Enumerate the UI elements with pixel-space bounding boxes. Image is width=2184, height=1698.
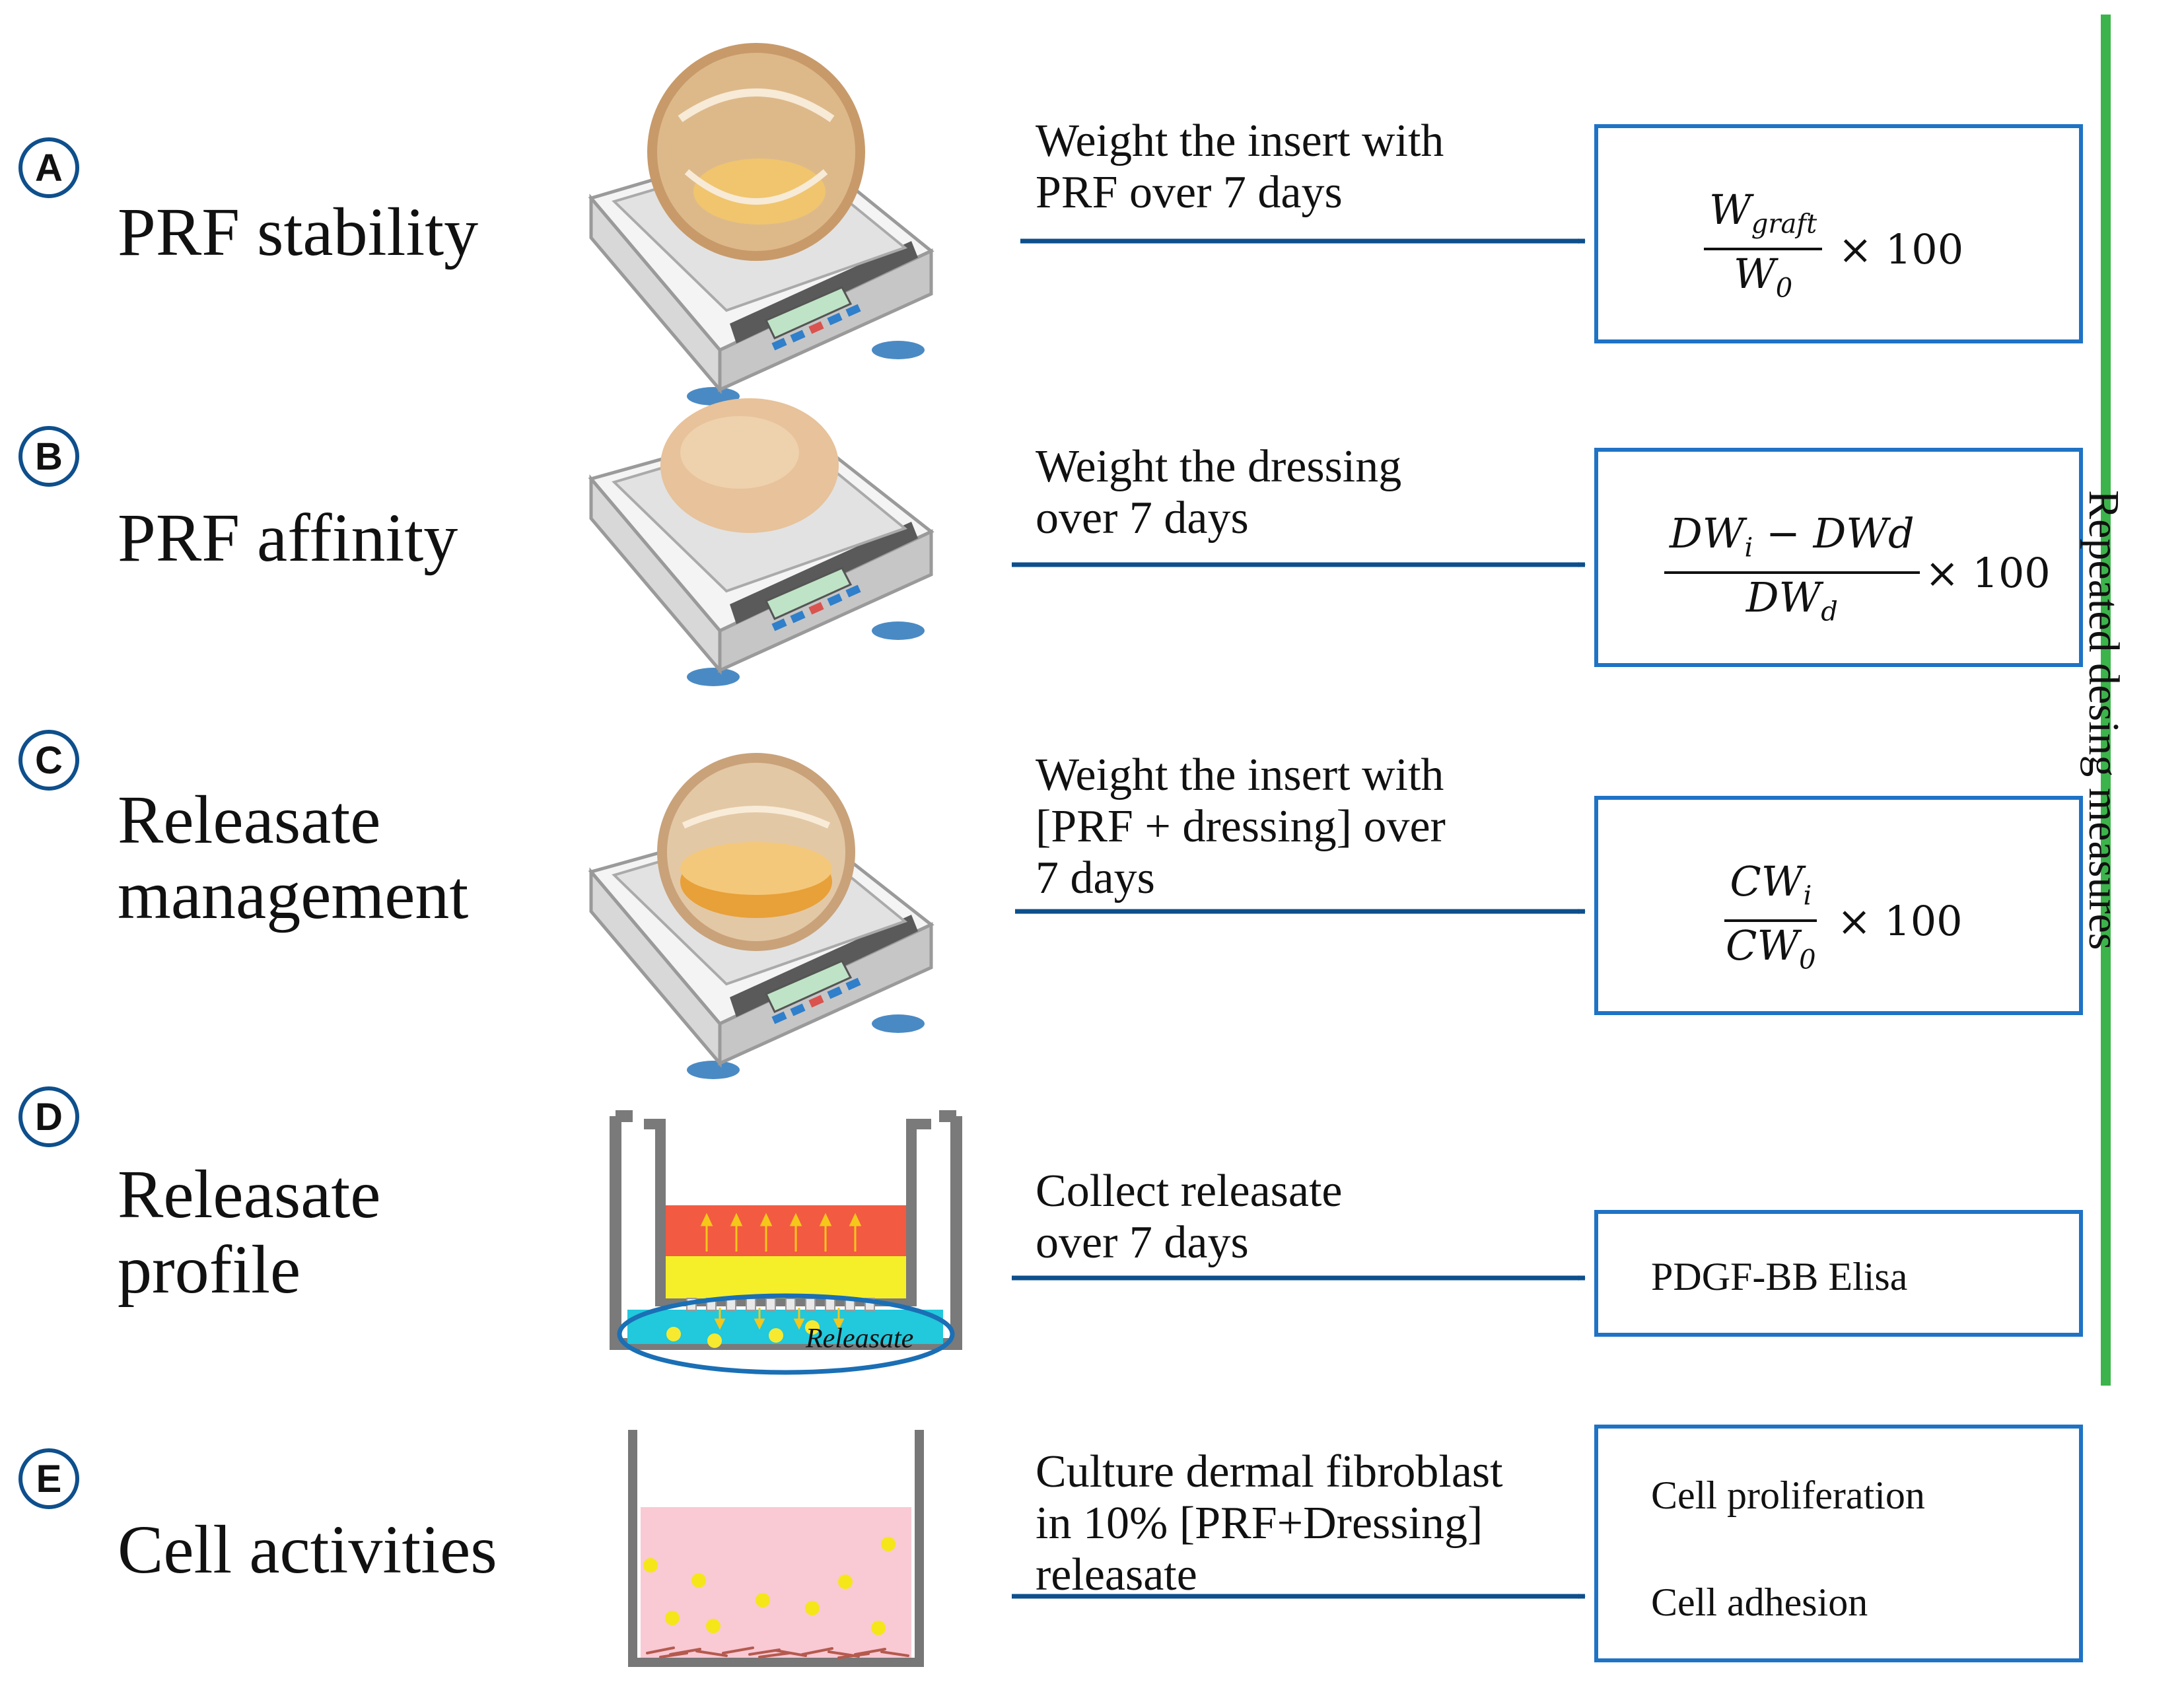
- repeated-measures-bar: [2101, 15, 2111, 1386]
- formula-c: CWi CW0 × 100: [1724, 857, 1963, 975]
- label-c: C: [18, 730, 79, 791]
- formula-a: Wgraft W0 × 100: [1704, 186, 1963, 312]
- title-releasate-management: Releasate management: [118, 782, 469, 933]
- transwell-illustration: Releasate: [610, 1110, 962, 1375]
- releasate-label: Releasate: [805, 1324, 913, 1354]
- balance-illustration-b: [588, 398, 934, 686]
- arrow-b: [1012, 562, 1586, 567]
- step-text-a: Weight the insert with PRF over 7 days: [1036, 116, 1444, 218]
- repeated-measures-label-container: Repeated desing measures: [2074, 469, 2133, 971]
- step-text-b: Weight the dressing over 7 days: [1036, 441, 1402, 544]
- result-text-cell-adhesion: Cell adhesion: [1651, 1580, 1868, 1624]
- balance-illustration-c: [588, 753, 934, 1079]
- formula-b: DWi − DWd DWd × 100: [1664, 510, 2051, 636]
- result-box-b: DWi − DWd DWd × 100: [1594, 448, 2083, 667]
- step-text-c: Weight the insert with [PRF + dressing] …: [1036, 750, 1446, 903]
- label-e: E: [18, 1448, 79, 1509]
- step-text-d: Collect releasate over 7 days: [1036, 1166, 1343, 1268]
- title-cell-activities: Cell activities: [118, 1512, 497, 1588]
- result-box-d: PDGF-BB Elisa: [1594, 1210, 2083, 1337]
- title-releasate-profile: Releasate profile: [118, 1156, 381, 1308]
- result-text-cell-proliferation: Cell proliferation: [1651, 1473, 1925, 1517]
- result-box-e: Cell proliferation Cell adhesion: [1594, 1425, 2083, 1662]
- result-text-elisa: PDGF-BB Elisa: [1651, 1255, 1908, 1298]
- result-box-a: Wgraft W0 × 100: [1594, 124, 2083, 343]
- title-prf-affinity: PRF affinity: [118, 500, 458, 576]
- repeated-measures-label: Repeated desing measures: [2080, 489, 2128, 950]
- title-prf-stability: PRF stability: [118, 194, 479, 270]
- label-a: A: [18, 137, 79, 198]
- label-d: D: [18, 1086, 79, 1147]
- result-box-c: CWi CW0 × 100: [1594, 796, 2083, 1015]
- arrow-c: [1015, 909, 1586, 914]
- arrow-e: [1012, 1594, 1586, 1599]
- label-b: B: [18, 426, 79, 487]
- step-text-e: Culture dermal fibroblast in 10% [PRF+Dr…: [1036, 1446, 1503, 1600]
- arrow-d: [1012, 1275, 1586, 1281]
- culture-well-illustration: [628, 1430, 924, 1667]
- balance-illustration-a: [588, 43, 934, 406]
- arrow-a: [1020, 238, 1586, 244]
